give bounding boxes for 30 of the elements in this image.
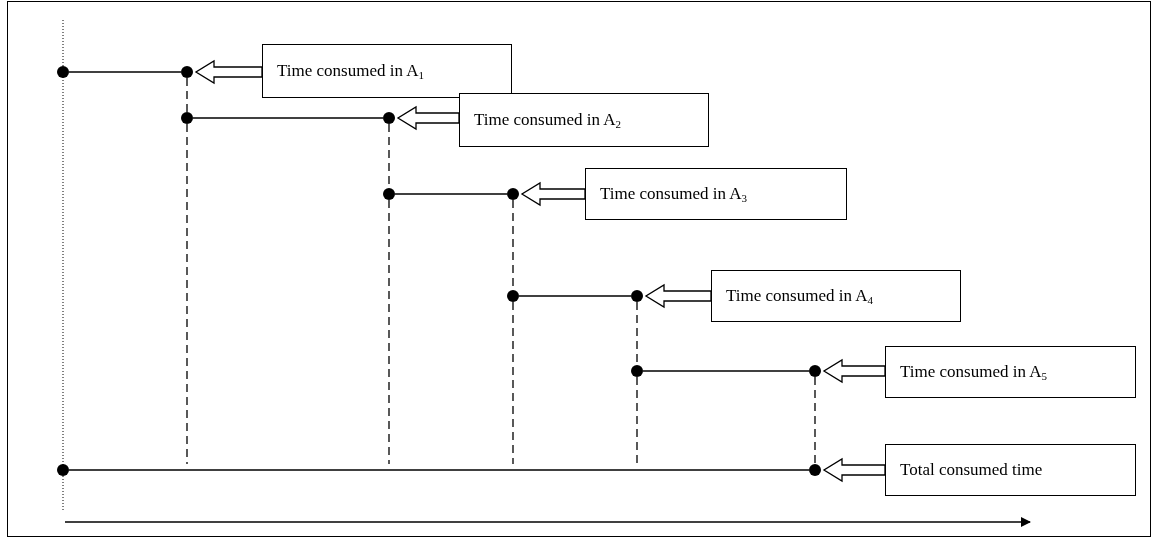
segment-line [518, 295, 632, 297]
hollow-arrow [396, 105, 460, 131]
dashed-line [512, 301, 514, 465]
callout-box [885, 444, 1136, 496]
segment-line [68, 469, 810, 471]
callout-text: Time consumed in A$_{2}$ [474, 109, 623, 131]
dashed-line [186, 123, 188, 465]
dashed-line [388, 199, 390, 465]
hollow-arrow [194, 59, 263, 85]
segment-line [68, 71, 182, 73]
callout-box [711, 270, 961, 322]
hollow-arrow [520, 181, 586, 207]
segment-line [192, 117, 384, 119]
callout-box [459, 93, 709, 147]
dashed-line [186, 77, 188, 113]
callout-text: Total consumed time [900, 459, 1044, 481]
callout-box [585, 168, 847, 220]
callout-text: Time consumed in A$_{5}$ [900, 361, 1049, 383]
callout-box [262, 44, 512, 98]
callout-text: Time consumed in A$_{1}$ [277, 60, 426, 82]
hollow-arrow [644, 283, 712, 309]
hollow-arrow [822, 457, 886, 483]
segment-line [642, 370, 810, 372]
callout-text: Time consumed in A$_{3}$ [600, 183, 749, 205]
callout-text: Time consumed in A$_{4}$ [726, 285, 875, 307]
dashed-line [814, 376, 816, 465]
hollow-arrow [822, 358, 886, 384]
segment-line [394, 193, 508, 195]
dashed-line [636, 376, 638, 465]
callout-box [885, 346, 1136, 398]
